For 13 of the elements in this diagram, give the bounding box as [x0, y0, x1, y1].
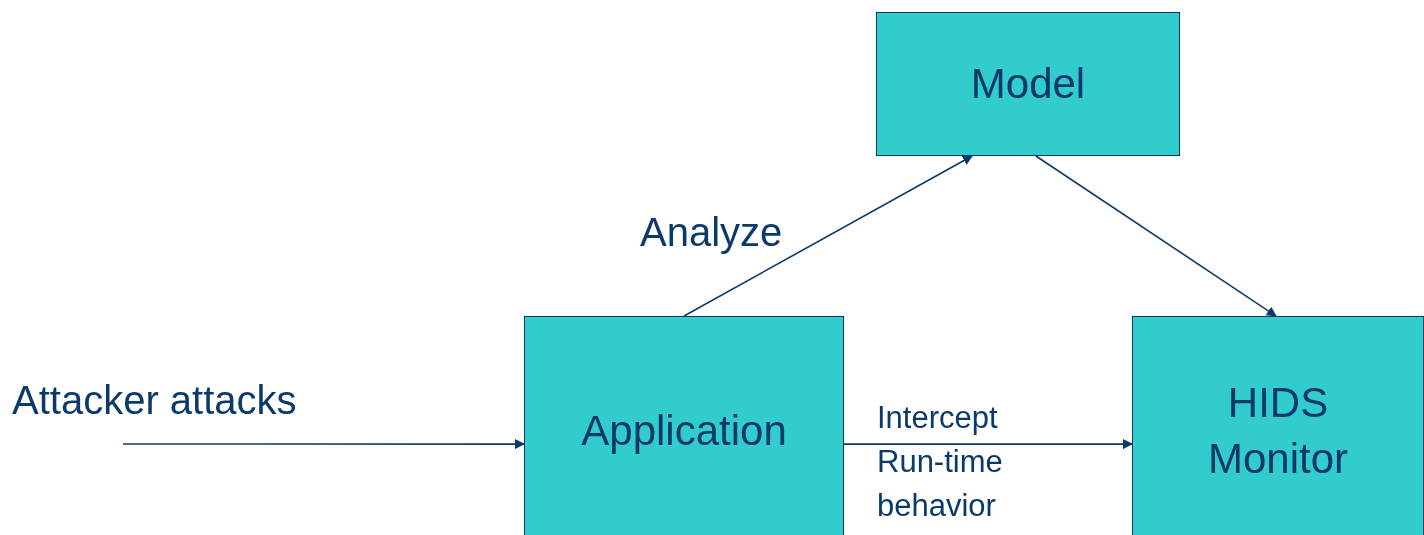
box-label: HIDS Monitor [1206, 378, 1350, 484]
box-label: Model [970, 59, 1086, 109]
arrow [683, 155, 973, 317]
edge-label: Intercept Run-time behavior [877, 399, 1004, 525]
process-box [524, 316, 844, 535]
arrow [122, 439, 525, 450]
process-box [1132, 316, 1424, 535]
edge-label: Analyze [640, 209, 783, 256]
edge-label: Attacker attacks [12, 377, 297, 424]
arrow [1035, 155, 1277, 317]
box-label: Application [581, 406, 787, 456]
arrow [843, 439, 1133, 450]
process-box [876, 12, 1180, 156]
